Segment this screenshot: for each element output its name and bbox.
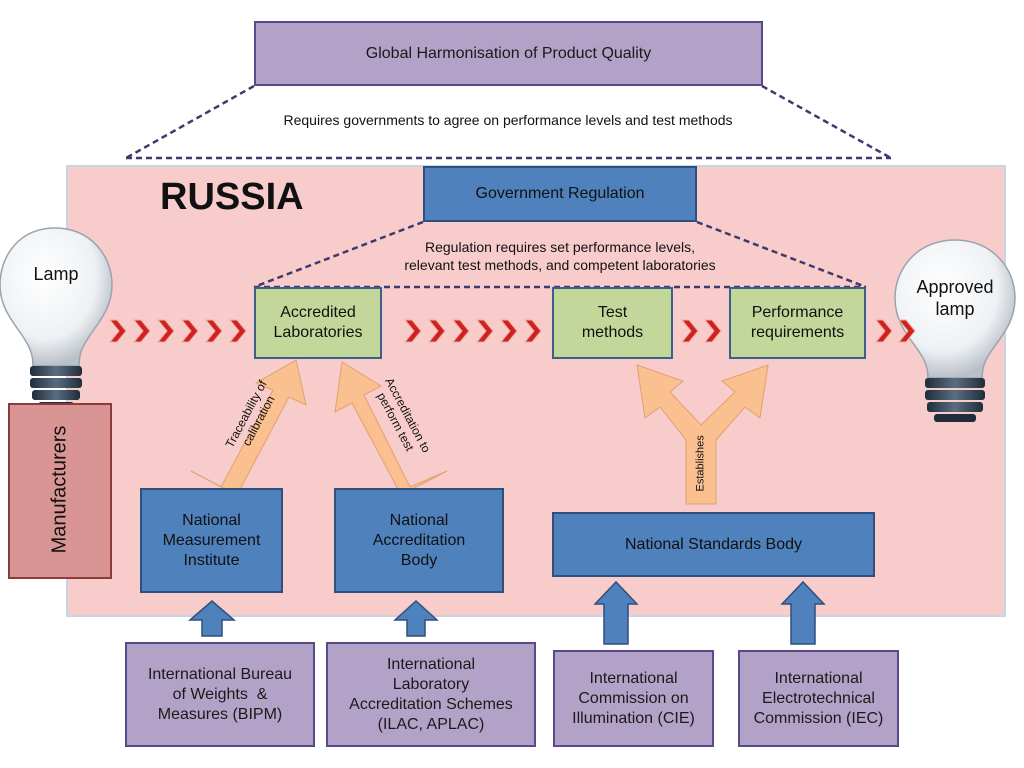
global-harmonisation-title: Global Harmonisation of Product Quality xyxy=(365,44,652,62)
national-accreditation-body-box: National Accreditation Body xyxy=(334,488,504,593)
global-dashed-outline xyxy=(125,84,892,160)
nab-line3: Body xyxy=(400,551,438,569)
lamp-label: Lamp xyxy=(33,264,79,284)
nmi-line1: National xyxy=(182,511,241,529)
lamp-bulb-right-icon xyxy=(894,239,1016,422)
chevron-row-1 xyxy=(108,319,247,343)
performance-requirements-box: Performance requirements xyxy=(729,287,866,359)
ilac-line1: International xyxy=(386,655,476,673)
ilac-line4: (ILAC, APLAC) xyxy=(377,715,485,733)
regulation-note-line1: Regulation requires set performance leve… xyxy=(424,239,696,255)
nab-line1: National xyxy=(389,511,449,529)
accredited-laboratories-line2: Laboratories xyxy=(273,324,363,341)
global-harmonisation-box: Global Harmonisation of Product Quality xyxy=(254,21,763,86)
regulation-note-line2: relevant test methods, and competent lab… xyxy=(404,257,716,274)
performance-requirements-line1: Performance xyxy=(751,304,844,321)
nab-line2: Accreditation xyxy=(372,531,466,549)
accreditation-arrow xyxy=(334,361,448,496)
iec-line1: International xyxy=(774,669,863,687)
manufacturers-box xyxy=(8,403,112,579)
regulation-note: Regulation requires set performance leve… xyxy=(340,238,780,274)
chevron-row-4 xyxy=(874,319,916,343)
performance-requirements-line2: requirements xyxy=(750,324,845,341)
nmi-line3: Institute xyxy=(183,551,240,569)
global-harmonisation-subtitle: Requires governments to agree on perform… xyxy=(283,112,733,128)
up-arrow-cie xyxy=(593,580,639,645)
government-regulation-title: Government Regulation xyxy=(475,185,645,202)
test-methods-line2: methods xyxy=(581,324,644,341)
nsb-label: National Standards Body xyxy=(625,535,802,553)
chevron-row-2 xyxy=(403,319,542,343)
ilac-line3: Accreditation Schemes xyxy=(349,695,513,713)
traceability-arrow xyxy=(190,359,307,496)
chevron-row-3 xyxy=(680,319,722,343)
up-arrow-ilac xyxy=(393,599,439,637)
establishes-label: Establishes xyxy=(694,435,707,492)
lamp-bulb-left-icon xyxy=(0,227,113,410)
accredited-laboratories-box: Accredited Laboratories xyxy=(254,287,382,359)
bipm-line1: International Bureau xyxy=(147,665,293,683)
accredited-laboratories-line1: Accredited xyxy=(280,304,356,321)
national-measurement-institute-box: National Measurement Institute xyxy=(140,488,283,593)
government-regulation-box: Government Regulation xyxy=(423,166,697,222)
national-standards-body-box: National Standards Body xyxy=(552,512,875,577)
up-arrow-bipm xyxy=(187,600,237,637)
cie-line2: Commission on xyxy=(578,689,689,707)
ilac-line2: Laboratory xyxy=(392,675,470,693)
approved-lamp-line2: lamp xyxy=(935,298,975,319)
manufacturers-label: Manufacturers xyxy=(48,425,71,554)
iec-line3: Commission (IEC) xyxy=(753,709,884,727)
cie-line3: Illumination (CIE) xyxy=(572,709,695,727)
bipm-line2: of Weights & xyxy=(172,685,268,703)
bipm-box: International Bureau of Weights & Measur… xyxy=(125,642,315,747)
nmi-line2: Measurement xyxy=(162,531,261,549)
bipm-line3: Measures (BIPM) xyxy=(157,705,283,723)
approved-lamp-label: Approved lamp xyxy=(895,277,1015,320)
cie-box: International Commission on Illumination… xyxy=(553,650,714,747)
iec-line2: Electrotechnical xyxy=(762,689,875,707)
iec-box: International Electrotechnical Commissio… xyxy=(738,650,899,747)
approved-lamp-line1: Approved xyxy=(916,277,994,297)
up-arrow-iec xyxy=(780,580,826,645)
establishes-arrow xyxy=(636,364,769,505)
test-methods-box: Test methods xyxy=(552,287,673,359)
country-label: RUSSIA xyxy=(160,176,304,218)
ilac-box: International Laboratory Accreditation S… xyxy=(326,642,536,747)
cie-line1: International xyxy=(589,669,678,687)
test-methods-line1: Test xyxy=(597,304,628,321)
